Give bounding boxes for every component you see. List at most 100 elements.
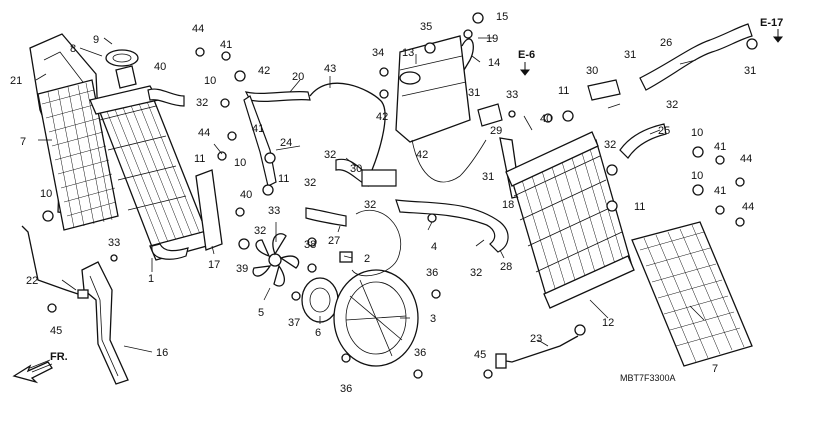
- callout-27: 27: [328, 235, 340, 247]
- front-arrow-icon: [12, 361, 53, 384]
- fan-assembly: [252, 209, 419, 367]
- callout-11-c: 11: [558, 85, 569, 97]
- callout-32-f: 32: [470, 267, 482, 279]
- callout-17: 17: [208, 259, 220, 271]
- ref-e17-arrow: [772, 29, 784, 43]
- callout-9: 9: [93, 34, 99, 46]
- callout-10-c: 10: [40, 188, 52, 200]
- upper-hose-26: [639, 23, 753, 91]
- callout-40-b: 40: [240, 189, 252, 201]
- callout-43: 43: [324, 63, 336, 75]
- callout-10-b: 10: [234, 157, 246, 169]
- radiator-stay: [195, 169, 223, 251]
- callout-13: 13: [402, 47, 414, 59]
- callout-36-c: 36: [340, 383, 352, 395]
- callout-28: 28: [500, 261, 512, 273]
- callout-39: 39: [236, 263, 248, 275]
- fasteners: [42, 12, 758, 379]
- callout-44-d: 44: [742, 201, 754, 213]
- callout-8: 8: [70, 43, 76, 55]
- callout-40-a: 40: [154, 61, 166, 73]
- callout-11-b: 11: [278, 173, 289, 185]
- diagram-code: MBT7F3300A: [620, 373, 676, 383]
- stay-rod: [21, 225, 85, 297]
- callout-26: 26: [660, 37, 672, 49]
- callout-7-left: 7: [20, 136, 26, 148]
- callout-45-b: 45: [474, 349, 486, 361]
- callout-7-right: 7: [712, 363, 718, 375]
- callout-22: 22: [26, 275, 38, 287]
- callout-41-d: 41: [714, 185, 726, 197]
- callout-33-b: 33: [268, 205, 280, 217]
- callout-4: 4: [431, 241, 437, 253]
- callout-37: 37: [288, 317, 300, 329]
- callout-38: 38: [304, 239, 316, 251]
- callout-44-a: 44: [192, 23, 204, 35]
- callout-31-a: 31: [468, 87, 480, 99]
- callout-10-d: 10: [691, 127, 703, 139]
- callout-11-a: 11: [194, 153, 205, 165]
- callout-44-b: 44: [198, 127, 210, 139]
- callout-40-c: 40: [540, 113, 552, 125]
- callout-32-b: 32: [324, 149, 336, 161]
- ref-e17: E-17: [760, 17, 783, 29]
- callout-32-g: 32: [604, 139, 616, 151]
- right-radiator-grille: [631, 221, 753, 367]
- callout-30-b: 30: [586, 65, 598, 77]
- callout-36-a: 36: [426, 267, 438, 279]
- callout-14: 14: [488, 57, 500, 69]
- callout-5: 5: [258, 307, 264, 319]
- callout-1: 1: [148, 273, 154, 285]
- callout-2: 2: [364, 253, 370, 265]
- callout-32-e: 32: [254, 225, 266, 237]
- callout-42-b: 42: [376, 111, 388, 123]
- right-radiator-assembly: [495, 23, 753, 369]
- radiator-cap: [105, 49, 139, 67]
- callout-42-c: 42: [416, 149, 428, 161]
- callout-labels: 1 2 3 4 5 6 7 7 8 9 10 10 10 10 10 11 11…: [10, 11, 756, 395]
- front-arrow: FR.: [12, 351, 68, 384]
- fan-blades: [252, 233, 300, 287]
- callout-31-b: 31: [482, 171, 494, 183]
- callout-3: 3: [430, 313, 436, 325]
- callout-42-a: 42: [258, 65, 270, 77]
- callout-32-h: 32: [666, 99, 678, 111]
- callout-32-d: 32: [364, 199, 376, 211]
- fan-hub: [268, 253, 282, 267]
- callout-21: 21: [10, 75, 22, 87]
- callout-29: 29: [490, 125, 502, 137]
- bypass-hose: [243, 95, 277, 187]
- left-radiator-assembly: [29, 33, 223, 261]
- callout-16: 16: [156, 347, 168, 359]
- water-hose-27: [305, 207, 347, 227]
- callout-20: 20: [292, 71, 304, 83]
- ref-e6: E-6: [518, 49, 535, 61]
- leader-lines: [35, 37, 705, 353]
- callout-11-d: 11: [634, 201, 645, 213]
- callout-41-a: 41: [220, 39, 232, 51]
- callout-45-a: 45: [50, 325, 62, 337]
- callout-44-c: 44: [740, 153, 752, 165]
- callout-33-c: 33: [506, 89, 518, 101]
- callout-30-a: 30: [350, 163, 362, 175]
- callout-10-a: 10: [204, 75, 216, 87]
- lower-bracket: [81, 261, 129, 385]
- callout-18: 18: [502, 199, 514, 211]
- callout-23: 23: [530, 333, 542, 345]
- ref-e6-arrow: [519, 62, 531, 76]
- siphon-hose: [309, 82, 386, 171]
- callout-10-e: 10: [691, 170, 703, 182]
- callout-41-c: 41: [714, 141, 726, 153]
- callout-15: 15: [496, 11, 508, 23]
- callout-25: 25: [658, 125, 670, 137]
- callout-36-b: 36: [414, 347, 426, 359]
- callout-24: 24: [280, 137, 292, 149]
- callout-32-c: 32: [304, 177, 316, 189]
- fan-motor: [301, 277, 339, 323]
- callout-31-c: 31: [624, 49, 636, 61]
- callout-35: 35: [420, 21, 432, 33]
- water-hose-28: [395, 199, 509, 253]
- front-label: FR.: [50, 351, 68, 363]
- callout-32-a: 32: [196, 97, 208, 109]
